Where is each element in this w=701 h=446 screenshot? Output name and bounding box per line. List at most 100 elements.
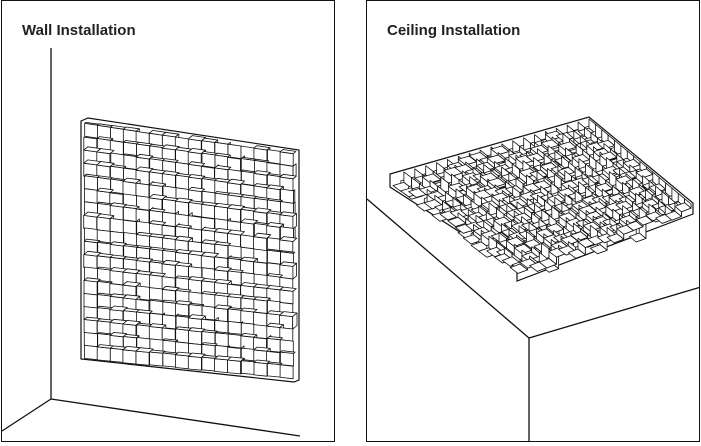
diffuser-block <box>590 245 607 254</box>
diffuser-block <box>280 287 296 291</box>
diffuser-block <box>150 300 163 314</box>
diffuser-block <box>163 212 176 227</box>
diffuser-block <box>188 356 201 370</box>
diffuser-block <box>84 320 97 334</box>
diffuser-block <box>97 149 114 154</box>
diffuser-blocks <box>84 122 297 378</box>
diffuser-block <box>228 334 241 348</box>
floor-left-edge <box>2 399 51 431</box>
diffuser-block <box>123 350 136 364</box>
diffuser-block <box>111 179 124 194</box>
diffuser-block <box>629 233 646 242</box>
diffuser-block <box>280 365 293 379</box>
diffuser-block <box>149 272 165 276</box>
diffuser-block <box>149 275 162 289</box>
diffuser-block <box>84 251 101 256</box>
diffuser-block <box>202 240 219 245</box>
diffuser-block <box>636 216 652 225</box>
diffuser-block <box>189 187 205 191</box>
diffuser-block <box>150 208 166 212</box>
diffuser-block <box>280 174 297 179</box>
diffuser-block <box>293 313 297 329</box>
diffuser-block <box>150 352 163 366</box>
diffuser-block <box>162 264 175 278</box>
diffuser-block <box>539 259 556 268</box>
diffuser-block <box>163 159 178 163</box>
diffuser-block <box>110 242 126 246</box>
diffuser-block <box>110 332 127 336</box>
diffuser-block <box>189 328 205 332</box>
diffuser-block <box>97 188 113 192</box>
diffuser-block <box>84 333 97 347</box>
diffuser-block <box>227 179 244 184</box>
diffuser-block <box>176 150 189 165</box>
diffuser-block <box>136 258 153 262</box>
diffuser-block <box>176 355 189 369</box>
diffuser-block <box>293 263 297 279</box>
diffuser-block <box>215 166 231 170</box>
diffuser-block <box>568 249 585 258</box>
diffuser-block <box>268 250 281 264</box>
diffuser-block <box>267 274 283 278</box>
diffuser-block <box>228 230 245 235</box>
diffuser-block <box>215 244 228 258</box>
diffuser-block <box>163 199 176 214</box>
diffuser-block <box>254 312 267 326</box>
diffuser-block <box>280 237 297 242</box>
diffuser-block <box>136 167 153 172</box>
diffuser-block <box>280 265 293 279</box>
diffuser-block <box>268 150 281 164</box>
diffuser-block <box>254 159 268 162</box>
diffuser-block <box>202 343 217 346</box>
diffuser-block <box>162 171 179 176</box>
diffuser-block <box>267 363 280 377</box>
diffuser-block <box>84 280 97 295</box>
ceiling-installation-title: Ceiling Installation <box>387 22 521 39</box>
diffuser-block <box>241 308 257 312</box>
diffuser-block <box>136 351 149 365</box>
diffuser-block <box>254 208 271 213</box>
diffuser-block <box>293 214 297 229</box>
diffuser-block <box>228 360 241 374</box>
diffuser-block <box>281 189 294 203</box>
ceiling-installation-illustration <box>367 1 700 442</box>
diffuser-block <box>675 203 691 212</box>
diffuser-block <box>215 242 231 246</box>
diffuser-block <box>202 153 215 168</box>
diffuser-block <box>149 221 165 225</box>
wall-installation-illustration <box>2 1 335 442</box>
diffuser-block <box>97 217 110 232</box>
diffuser-blocks <box>393 119 691 273</box>
diffuser-block <box>202 204 215 218</box>
diffuser-block <box>110 218 123 233</box>
diffuser-block <box>202 179 215 194</box>
diffuser-block <box>214 267 231 272</box>
ceiling-left-edge <box>367 199 529 338</box>
diffuser-block <box>665 211 681 220</box>
diffuser-block <box>254 237 267 251</box>
diffuser-block <box>97 347 110 361</box>
diffuser-block <box>510 264 527 273</box>
diffuser-block <box>189 162 205 166</box>
diffuser-block <box>150 350 165 353</box>
diffuser-block <box>85 345 98 359</box>
diffuser-block <box>162 286 179 291</box>
diffuser-block <box>84 278 100 282</box>
diffuser-block <box>163 353 176 367</box>
diffuser-block <box>201 252 218 257</box>
diffuser-block <box>85 176 98 191</box>
diffuser-block <box>189 279 202 293</box>
diffuser-block <box>188 353 205 358</box>
diffuser-block <box>97 162 114 167</box>
ceiling-installation-panel: Ceiling Installation <box>366 0 700 442</box>
diffuser-block <box>215 333 228 347</box>
diffuser-block <box>228 269 243 272</box>
diffuser-block <box>175 301 192 305</box>
diffuser-block <box>280 152 293 166</box>
diffuser-block <box>280 351 295 354</box>
wall-installation-panel: Wall Installation <box>1 0 335 442</box>
diffuser-block <box>254 171 270 176</box>
diffuser-block <box>280 328 293 342</box>
diffuser-block <box>85 189 98 204</box>
diffuser-block <box>280 150 296 154</box>
